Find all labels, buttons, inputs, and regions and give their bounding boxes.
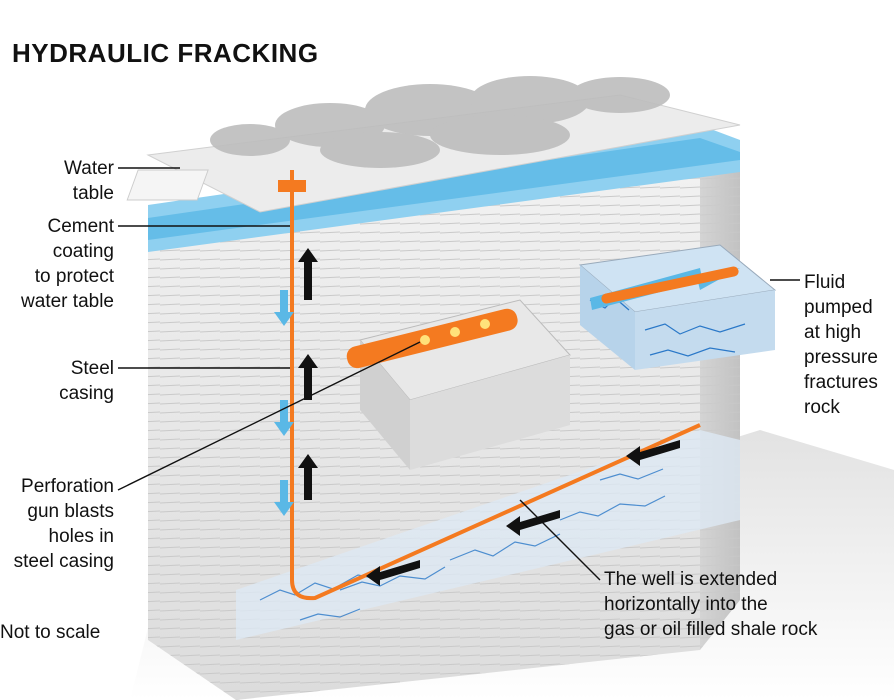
wellhead [278, 180, 306, 192]
up-flow-arrows [298, 248, 318, 500]
well-pad [126, 169, 209, 201]
label-not-to-scale: Not to scale [0, 622, 101, 643]
perforation-inset [346, 299, 571, 470]
fracture-inset [578, 244, 777, 370]
shale-layer [236, 430, 740, 640]
horizontal-flow-arrows [366, 440, 680, 586]
well-pipe-horizontal [290, 423, 701, 601]
shale-fractures [259, 468, 666, 621]
page-title: HYDRAULIC FRACKING [12, 38, 319, 68]
vegetation [210, 76, 670, 168]
down-flow-arrows [274, 290, 294, 516]
leader-lines [117, 167, 800, 581]
